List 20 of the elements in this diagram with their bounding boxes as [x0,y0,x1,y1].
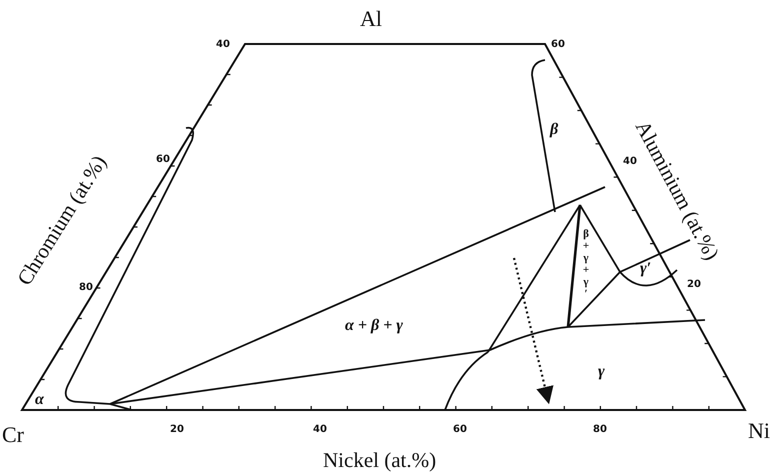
corner-label: Cr [2,424,24,446]
tick-label: 20 [170,425,184,435]
phase-label: β+γ+γ′ [580,228,591,300]
axis-title: Nickel (at.%) [323,450,436,471]
phase-label: α + β + γ [345,318,403,334]
tick-label: 40 [313,425,327,435]
phase-label: α [35,392,44,408]
tick-label: 80 [79,283,93,293]
tick-label: 20 [687,280,701,290]
tick-label: 40 [623,157,637,167]
corner-label: Ni [748,420,770,442]
tick-label: 80 [593,425,607,435]
phase-label: β [550,122,558,138]
phase-label: γ [598,364,605,380]
tick-label: 40 [216,40,230,50]
phase-label: γ′ [640,261,652,277]
tick-label: 60 [453,425,467,435]
corner-label: Al [360,8,382,30]
tick-label: 60 [156,155,170,165]
tick-label: 60 [551,40,565,50]
